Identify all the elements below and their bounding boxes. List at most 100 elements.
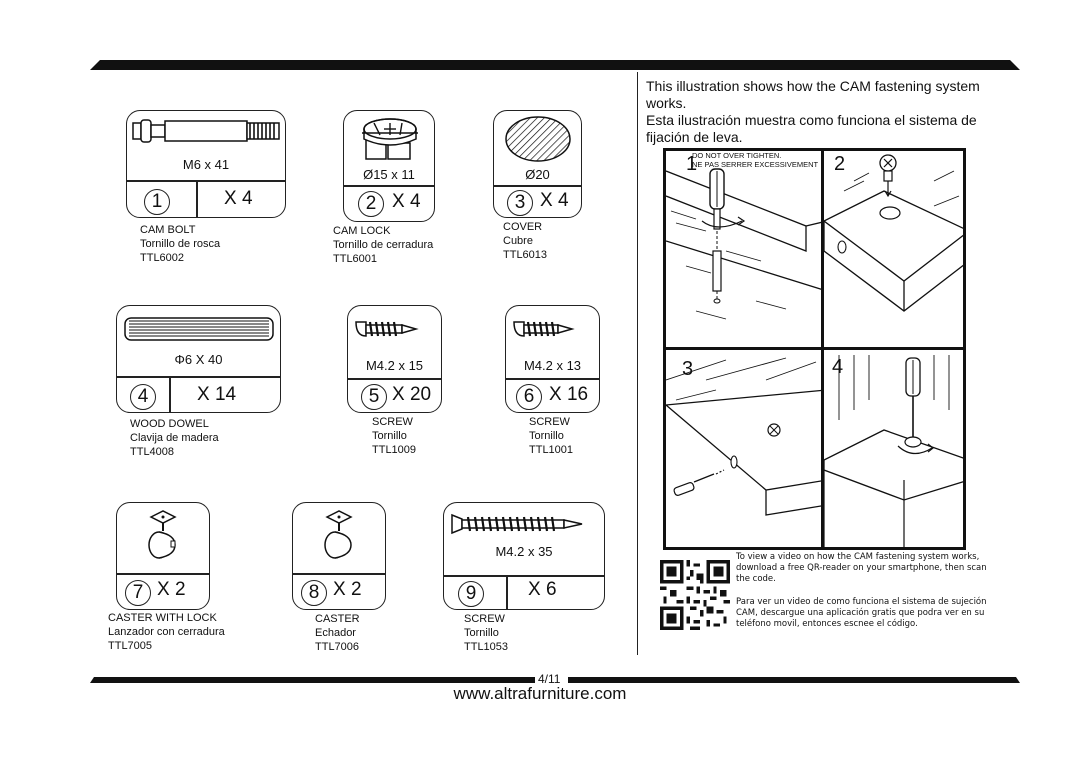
part-code: TTL4008 [130,446,175,458]
qr-instructions-es: Para ver un video de como funciona el si… [736,597,987,629]
part-name: CAM LOCK [333,225,391,237]
part-name-es: Clavija de madera [130,432,219,444]
part-name: SCREW [464,613,505,625]
divider [348,378,441,380]
caster-icon [324,510,353,559]
part-name-es: Echador [315,627,356,639]
part-label: CASTER Echador TTL7006 [315,612,360,654]
part-number: 2 [358,191,384,217]
part-number: 9 [458,581,484,607]
website-url[interactable]: www.altrafurniture.com [453,684,627,703]
part-card-caster-with-lock: 7 X 2 [116,502,210,610]
top-rule [90,60,1020,70]
page-number: 4/11 [538,672,561,686]
long-screw-icon [451,513,583,535]
part-number: 5 [361,384,387,410]
part-name-es: Cubre [503,235,533,247]
part-code: TTL1009 [372,444,417,456]
step-number: 4 [832,356,844,378]
part-size: Ø20 [525,167,550,182]
part-size: Φ6 X 40 [174,352,223,367]
part-name-es: Tornillo [372,430,407,442]
bottom-rule [568,677,1020,683]
step-panel-2: 2 [821,148,966,350]
divider [506,378,599,380]
instruction-text: This illustration shows how the CAM fast… [646,78,996,146]
qr-code-icon[interactable] [660,560,730,630]
divider [494,185,581,187]
part-number: 4 [130,384,156,410]
part-code: TTL1001 [529,444,574,456]
part-label: CAM LOCK Tornillo de cerradura TTL6001 [333,224,433,266]
part-quantity: X 2 [333,579,362,600]
step-panel-3: 3 [663,347,824,550]
step-number: 2 [834,153,846,175]
step-panel-4: 4 [821,347,966,550]
divider [444,575,604,577]
part-code: TTL6013 [503,249,548,261]
part-code: TTL6002 [140,252,185,264]
part-label: COVER Cubre TTL6013 [503,220,547,262]
part-card-wood-dowel: Φ6 X 40 4 X 14 [116,305,281,413]
part-name-es: Lanzador con cerradura [108,626,225,638]
part-number: 3 [507,190,533,216]
part-card-cam-lock: Ø15 x 11 2 X 4 [343,110,435,222]
part-quantity: X 6 [528,579,557,600]
screw-icon [513,321,575,337]
part-size: M4.2 x 13 [523,358,582,373]
cam-lock-insert-illustration [824,154,963,312]
part-quantity: X 4 [540,190,569,211]
divider [196,180,198,217]
part-size: Ø15 x 11 [363,167,415,182]
part-code: TTL7006 [315,641,360,653]
divider [344,185,434,187]
divider [117,376,280,378]
cam-bolt-tighten-illustration [666,168,821,320]
part-name: CAM BOLT [140,224,196,236]
part-card-screw-35: M4.2 x 35 9 X 6 [443,502,605,610]
divider [293,573,385,575]
part-card-screw-15: M4.2 x 15 5 X 20 [347,305,442,413]
part-card-caster: 8 X 2 [292,502,386,610]
part-quantity: X 16 [549,384,589,405]
part-name: SCREW [529,416,570,428]
qr-instructions-en: To view a video on how the CAM fastening… [736,552,987,584]
screw-icon [355,321,419,337]
part-number: 1 [144,189,170,215]
part-size: M4.2 x 15 [365,358,424,373]
part-card-cam-bolt: M6 x 41 1 X 4 [126,110,286,218]
part-name: CASTER WITH LOCK [108,612,217,624]
divider [117,573,209,575]
part-card-screw-13: M4.2 x 13 6 X 16 [505,305,600,413]
part-code: TTL1053 [464,641,509,653]
divider [169,376,171,412]
part-number: 8 [301,580,327,606]
step-number: 3 [682,358,694,380]
part-label: SCREW Tornillo TTL1053 [464,612,508,654]
part-code: TTL7005 [108,640,153,652]
divider [506,575,508,609]
step-number: 1 [686,153,698,175]
part-quantity: X 2 [157,579,186,600]
part-name-es: Tornillo de cerradura [333,239,434,251]
part-label: SCREW Tornillo TTL1001 [529,415,573,457]
cam-lock-turn-illustration [824,355,963,547]
part-name: WOOD DOWEL [130,418,209,430]
part-name: SCREW [372,416,413,428]
part-number: 7 [125,580,151,606]
part-label: WOOD DOWEL Clavija de madera TTL4008 [130,417,219,459]
cover-cap-icon [505,116,571,162]
part-quantity: X 14 [197,384,237,405]
part-quantity: X 4 [224,188,253,209]
bottom-rule [90,677,535,683]
column-divider [637,72,638,655]
panel-join-illustration [666,357,821,516]
part-name-es: Tornillo de rosca [140,238,221,250]
part-size: M6 x 41 [182,157,230,172]
part-name-es: Tornillo [464,627,499,639]
cam-lock-icon [362,118,418,160]
part-label: CASTER WITH LOCK Lanzador con cerradura … [108,611,225,653]
part-quantity: X 4 [392,191,421,212]
part-label: CAM BOLT Tornillo de rosca TTL6002 [140,223,220,265]
warning-fr: NE PAS SERRER EXCESSIVEMENT [692,160,819,169]
